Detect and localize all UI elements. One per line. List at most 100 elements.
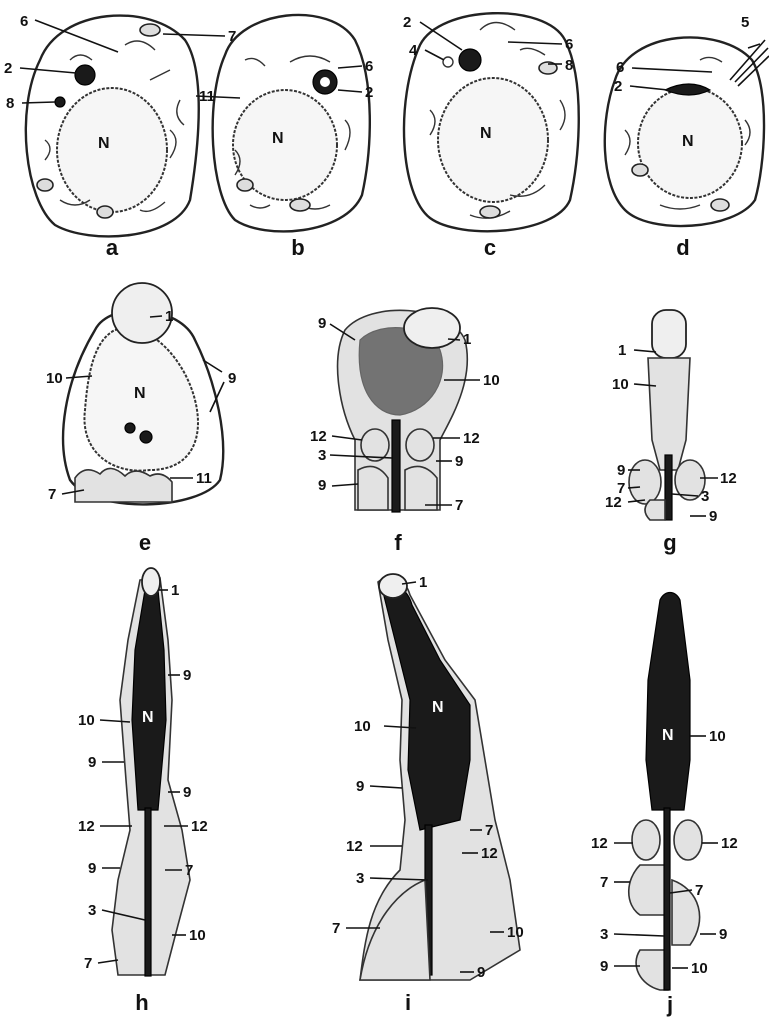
panel-j: N 10 12 12 7 7 3 9 9 10 j	[591, 593, 738, 1018]
callout-number: 2	[403, 14, 411, 31]
callout-number: 9	[183, 784, 191, 801]
panel-label-j: j	[666, 992, 673, 1017]
mitochondrion-a	[140, 24, 160, 36]
nucleus-label-i: N	[432, 699, 444, 716]
callout-number: 2	[4, 60, 12, 77]
callout-number: 8	[6, 95, 14, 112]
acrosome-vesicle-c	[459, 49, 481, 71]
callout-number: 11	[196, 470, 212, 487]
callout-number: 7	[455, 497, 463, 514]
callout-number: 12	[463, 430, 480, 447]
callout-number: 12	[310, 428, 327, 445]
nucleus-c	[438, 78, 548, 202]
leader-line	[150, 316, 162, 317]
callout-number: 5	[741, 14, 749, 31]
cell-structure	[636, 950, 668, 990]
callout-number: 9	[318, 315, 326, 332]
callout-number: 9	[477, 964, 485, 981]
cell-structure	[237, 179, 253, 191]
callout-number: 6	[365, 58, 373, 75]
cell-structure	[480, 206, 500, 218]
panel-label-f: f	[394, 530, 402, 555]
panel-label-i: i	[405, 990, 411, 1015]
callout-number: 7	[600, 874, 608, 891]
cell-structure	[629, 460, 661, 504]
panel-i: N 1 10 9 7 12 12 3 7 10 9 i	[332, 574, 524, 1015]
callout-number: 9	[88, 754, 96, 771]
cell-structure	[55, 97, 65, 107]
callout-number: 9	[455, 453, 463, 470]
callout-number: 1	[618, 342, 626, 359]
cell-structure	[632, 820, 660, 860]
cell-structure	[37, 179, 53, 191]
axoneme-f	[392, 420, 400, 512]
callout-number: 4	[409, 42, 418, 59]
nucleus-label-h: N	[142, 709, 154, 726]
nucleus-label-d: N	[682, 133, 694, 150]
callout-number: 12	[591, 835, 608, 852]
callout-number: 12	[481, 845, 498, 862]
callout-number: 10	[354, 718, 371, 735]
head-i	[382, 585, 470, 830]
callout-number: 1	[419, 574, 427, 591]
axoneme-j	[664, 808, 670, 990]
callout-number: 6	[616, 59, 624, 76]
leader-line	[332, 484, 358, 486]
cell-structure	[674, 820, 702, 860]
acrosome-i	[379, 574, 407, 598]
nucleus-label-j: N	[662, 727, 674, 744]
callout-number: 2	[365, 84, 373, 101]
panel-label-g: g	[663, 530, 676, 555]
callout-number: 9	[318, 477, 326, 494]
callout-number: 10	[612, 376, 629, 393]
nucleus-label-e: N	[134, 385, 146, 402]
callout-number: 3	[318, 447, 326, 464]
cell-structure	[645, 500, 665, 520]
panel-label-e: e	[139, 530, 151, 555]
callout-number: 12	[191, 818, 208, 835]
panel-label-h: h	[135, 990, 148, 1015]
callout-number: 12	[346, 838, 363, 855]
cell-structure	[406, 429, 434, 461]
cell-structure	[629, 865, 665, 915]
callout-number: 10	[483, 372, 500, 389]
panel-h: N 1 9 10 9 9 12 12 9 7 3 10 7 h	[78, 568, 208, 1015]
leader-line	[98, 960, 118, 963]
cell-structure	[140, 431, 152, 443]
panel-label-a: a	[106, 235, 119, 260]
callout-number: 10	[709, 728, 726, 745]
acrosome-e	[112, 283, 172, 343]
cell-structure	[358, 466, 388, 510]
callout-number: 9	[709, 508, 717, 525]
callout-number: 1	[171, 582, 179, 599]
callout-number: 3	[701, 488, 709, 505]
panel-g: 1 10 9 7 12 12 3 9 g	[605, 310, 737, 555]
callout-number: 2	[614, 78, 622, 95]
panel-a: N 6 7 2 8 a	[4, 13, 236, 260]
leader-line	[614, 934, 664, 936]
callout-number: 9	[356, 778, 364, 795]
callout-number: 12	[78, 818, 95, 835]
callout-number: 6	[20, 13, 28, 30]
callout-number: 1	[463, 331, 471, 348]
nucleus-label-a: N	[98, 135, 110, 152]
callout-number: 1	[165, 308, 173, 325]
callout-number: 8	[565, 57, 573, 74]
nucleus-label-c: N	[480, 125, 492, 142]
callout-number: 7	[185, 862, 193, 879]
callout-number: 10	[189, 927, 206, 944]
callout-number: 10	[507, 924, 524, 941]
callout-number: 12	[721, 835, 738, 852]
cell-structure	[405, 466, 437, 510]
callout-number: 9	[88, 860, 96, 877]
callout-number: 9	[617, 462, 625, 479]
nucleus-label-b: N	[272, 130, 284, 147]
callout-number: 7	[332, 920, 340, 937]
acrosome-vesicle-a	[75, 65, 95, 85]
callout-number: 7	[485, 822, 493, 839]
callout-number: 9	[600, 958, 608, 975]
leader-line	[370, 786, 402, 788]
callout-number: 9	[719, 926, 727, 943]
callout-number: 7	[84, 955, 92, 972]
